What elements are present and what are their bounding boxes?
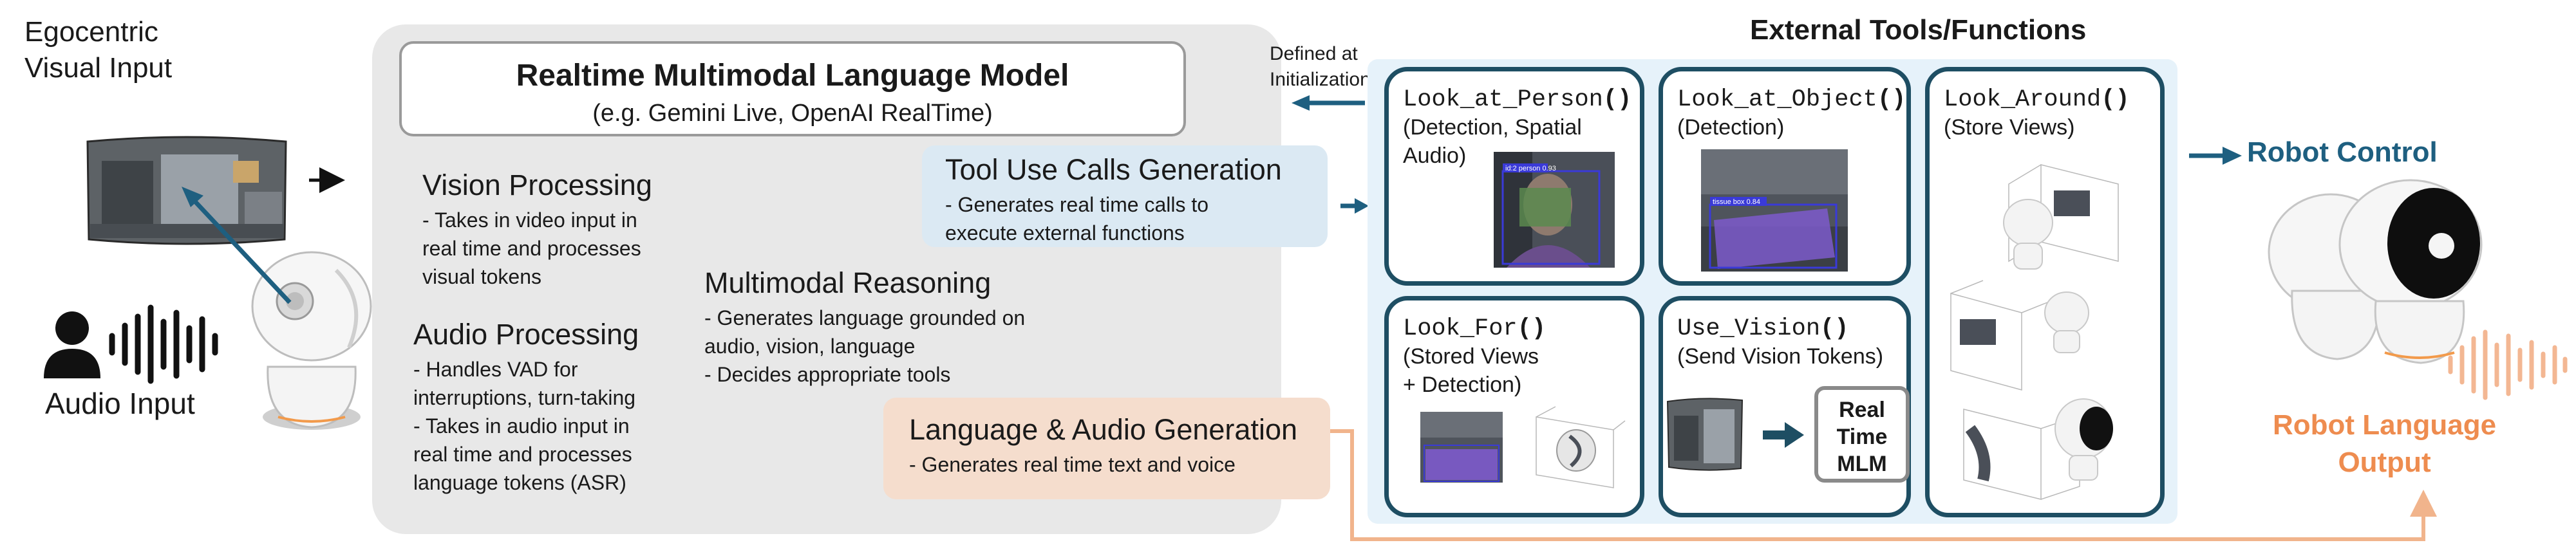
look-for-name: Look_For [1403,315,1518,342]
look-around-card: Look_Around() (Store Views) [1925,67,2165,517]
video-input-arrow [309,167,345,193]
tool-definition-arrow [1292,95,1365,111]
tool-use-calls-box [922,145,1328,247]
language-audio-generation-section: Language & Audio Generation - Generates … [909,413,1297,479]
audio-line: real time and processes [413,443,632,466]
tool-call-arrow [1340,198,1369,214]
realtime-line: MLM [1837,452,1887,476]
tool-calls-line: execute external functions [945,221,1185,245]
person-detection-label: id:2 person 0.93 [1505,165,1556,172]
look-for-views-image [1420,406,1626,488]
look-for-card: Look_For() (Stored Views + Detection) [1384,296,1644,517]
external-tools-title: External Tools/Functions [1750,14,2087,46]
realtime-line: Real [1839,398,1885,422]
model-subtitle: (e.g. Gemini Live, OpenAI RealTime) [592,100,993,127]
audio-line: - Handles VAD for [413,358,578,381]
multimodal-reasoning-section: Multimodal Reasoning - Generates languag… [704,266,1025,389]
person-icon [44,311,100,378]
robot-audio-waveform-icon [2448,329,2568,400]
look-around-desc: (Store Views) [1944,115,2075,140]
robot-left-image [251,251,372,430]
language-audio-generation-title: Language & Audio Generation [909,413,1297,446]
lang-gen-line: - Generates real time text and voice [909,453,1236,476]
vision-line: visual tokens [422,265,541,288]
audio-waveform-icon [109,304,218,384]
audio-line: - Takes in audio input in [413,414,630,438]
vision-processing-title: Vision Processing [422,169,652,201]
egocentric-visual-input-label: Egocentric Visual Input [24,16,173,84]
vision-processing-section: Vision Processing - Takes in video input… [422,169,652,291]
look-at-object-name: Look_at_Object [1677,86,1877,113]
robot-camera-arrow [182,187,292,304]
audio-line: language tokens (ASR) [413,471,626,494]
vision-line: real time and processes [422,237,641,260]
realtime-line: Time [1836,425,1888,449]
audio-input-label: Audio Input [45,387,195,420]
audio-processing-title: Audio Processing [413,318,639,351]
look-at-person-name: Look_at_Person [1403,86,1603,113]
language-output-connector [1330,429,2437,541]
person-detection-image: id:2 person 0.93 [1494,152,1615,268]
reasoning-line: - Decides appropriate tools [704,363,951,386]
robot-control-arrow [2189,147,2242,165]
vision-line: - Takes in video input in [422,208,637,232]
object-detection-image: tissue box 0.84 [1701,149,1848,272]
reasoning-line: audio, vision, language [704,335,916,358]
look-for-desc: (Stored Views + Detection) [1403,344,1539,397]
robot-control-label: Robot Control [2247,136,2438,168]
look-at-person-desc: (Detection, Spatial Audio) [1403,115,1582,168]
use-vision-name: Use_Vision [1677,315,1821,342]
look-around-name: Look_Around [1944,86,2101,113]
language-audio-generation-box [883,398,1330,499]
tool-use-calls-title: Tool Use Calls Generation [945,153,1282,186]
robot-right-image [2268,179,2483,364]
reasoning-line: - Generates language grounded on [704,306,1026,329]
robot-language-output-label: Robot Language Output [2273,409,2497,478]
look-around-views-image [1950,164,2119,500]
use-vision-camera-image [1666,398,1804,471]
use-vision-desc: (Send Vision Tokens) [1677,344,1884,369]
tool-use-calls-section: Tool Use Calls Generation - Generates re… [945,153,1282,247]
audio-processing-section: Audio Processing - Handles VAD for inter… [413,318,639,497]
object-detection-label: tissue box 0.84 [1713,198,1760,206]
look-at-object-desc: (Detection) [1677,115,1785,140]
model-title-box: Realtime Multimodal Language Model (e.g.… [399,41,1186,136]
audio-line: interruptions, turn-taking [413,386,636,409]
tool-calls-line: - Generates real time calls to [945,193,1209,216]
defined-at-initialization-label: Defined at Initialization [1270,43,1371,90]
model-title: Realtime Multimodal Language Model [516,59,1069,93]
realtime-mlm-box: Real Time MLM [1814,386,1910,483]
multimodal-reasoning-title: Multimodal Reasoning [704,266,992,299]
